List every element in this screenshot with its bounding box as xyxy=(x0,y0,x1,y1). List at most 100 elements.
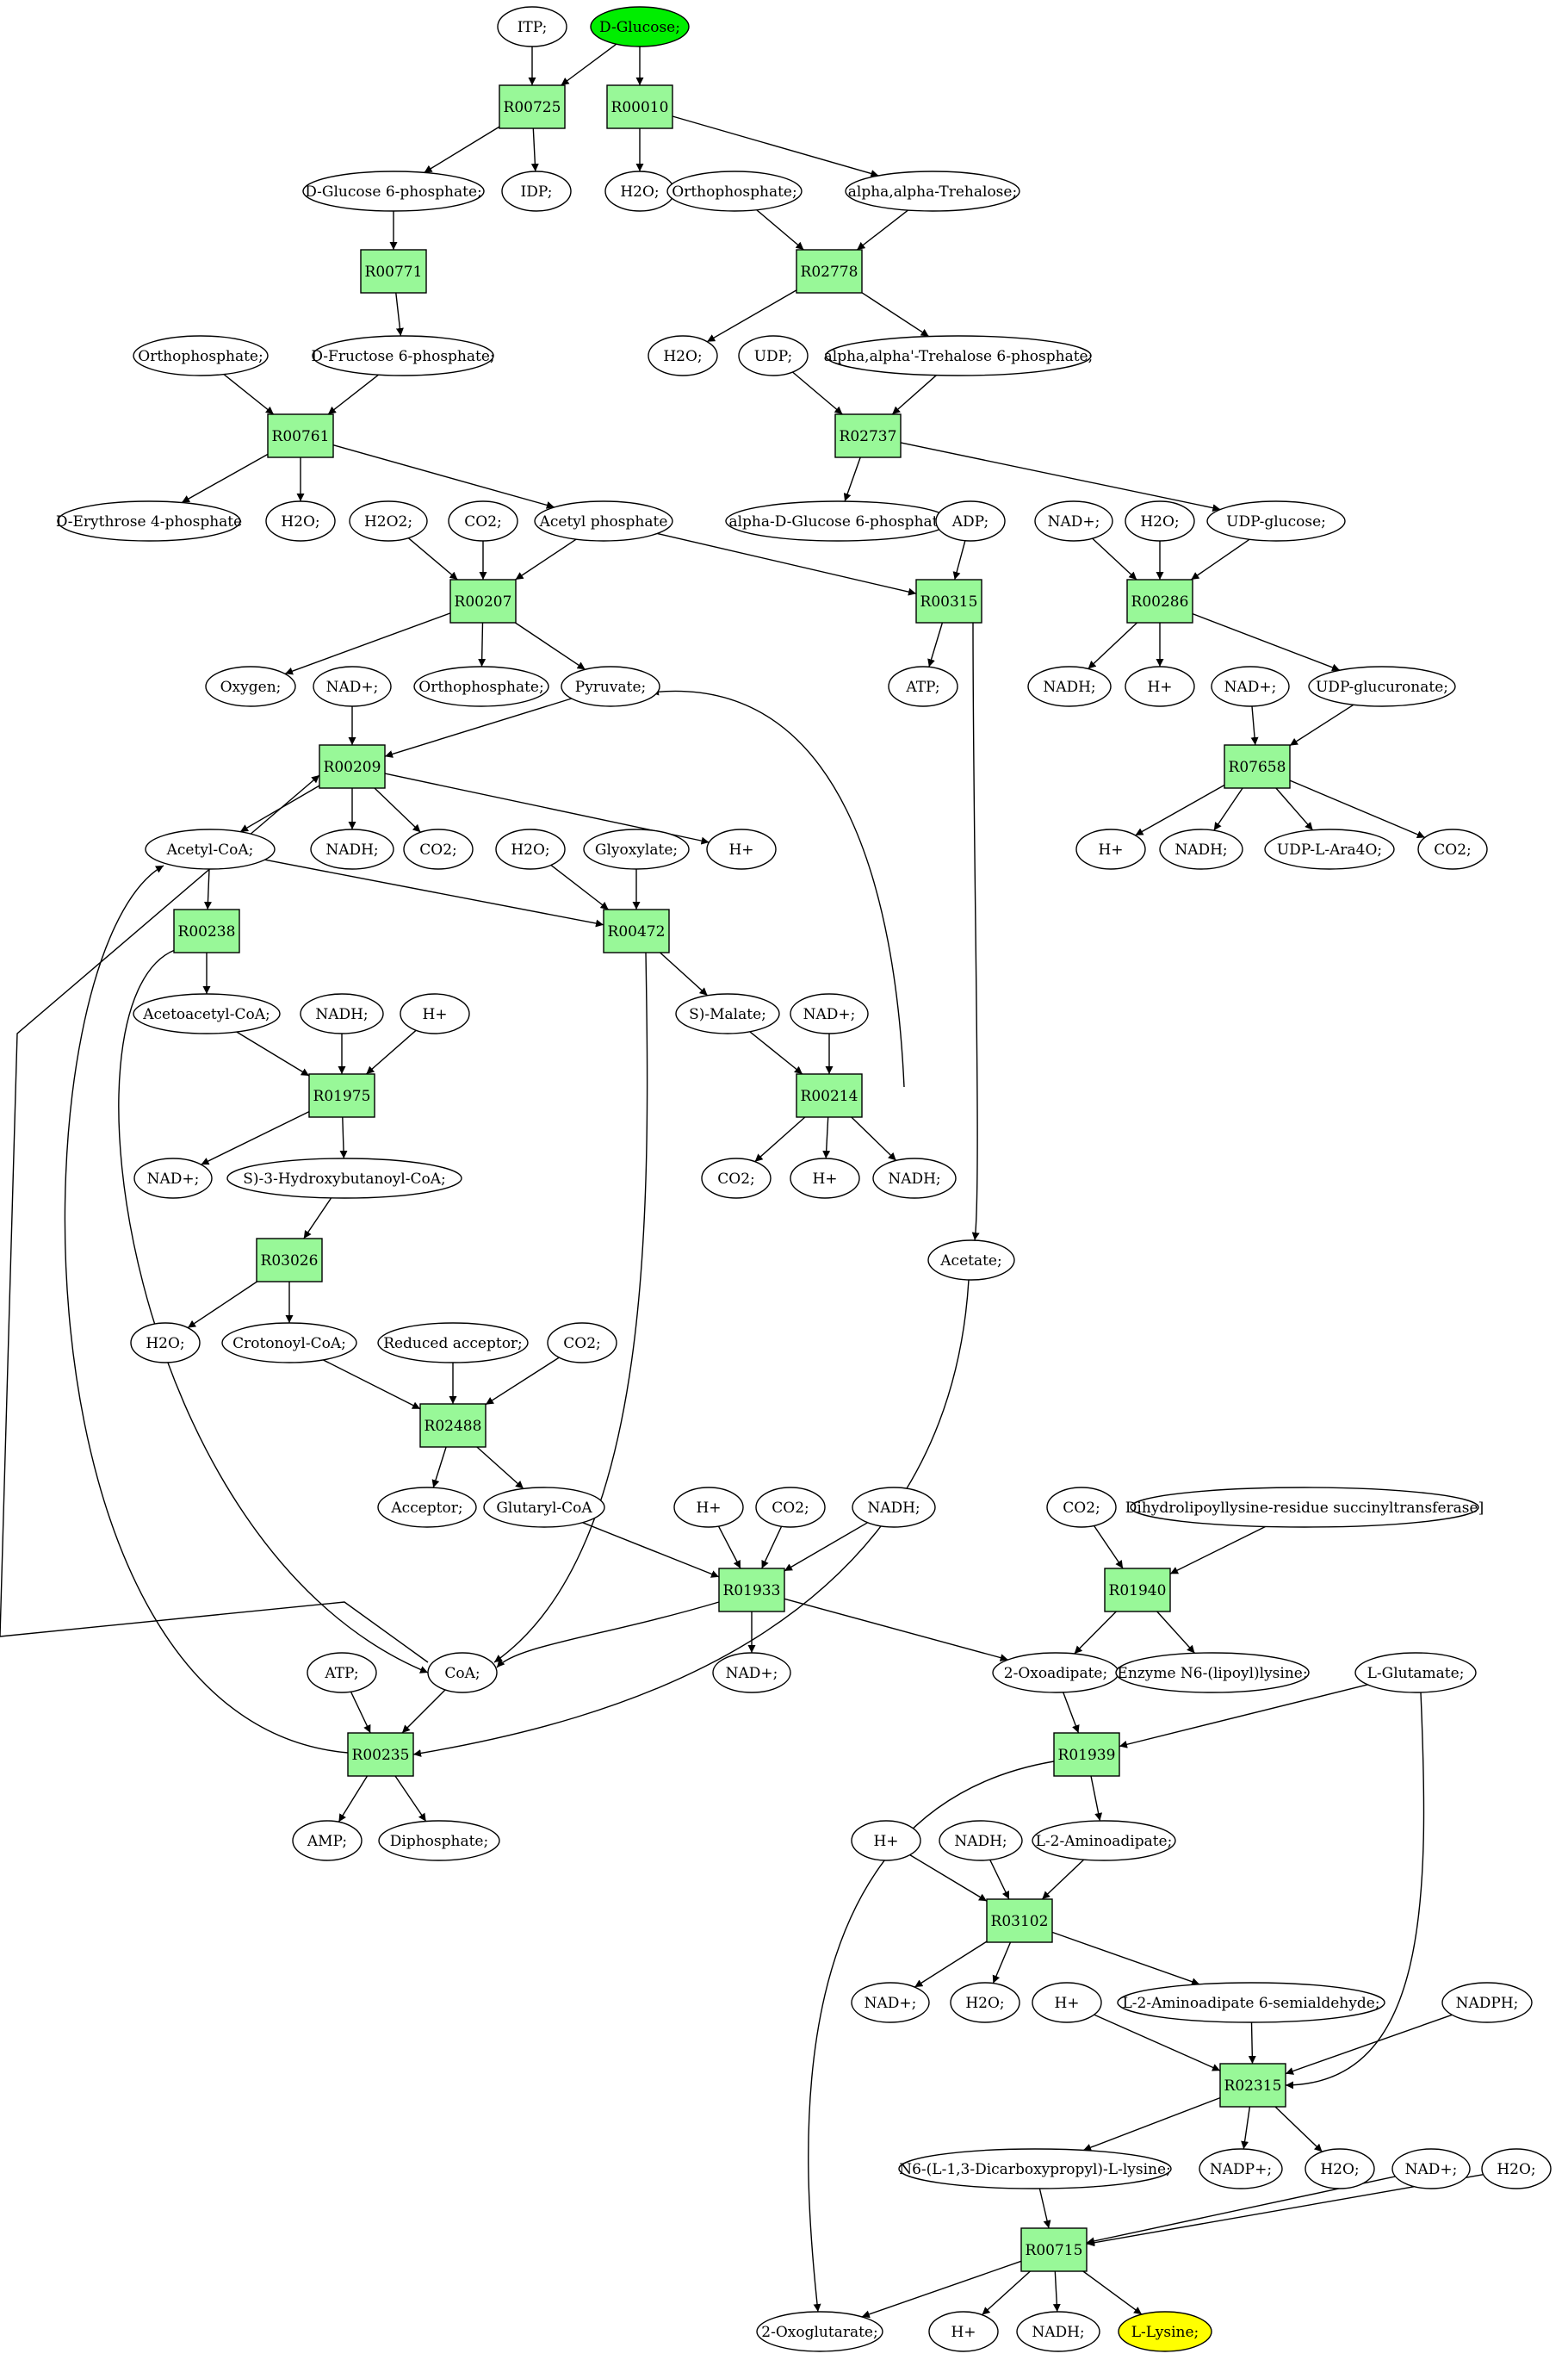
compound-node[interactable]: Acceptor; xyxy=(377,1487,477,1528)
compound-node[interactable]: CO2; xyxy=(755,1487,826,1528)
reaction-node-r01940[interactable]: R01940 xyxy=(1104,1568,1171,1612)
compound-node[interactable]: H2O; xyxy=(495,829,566,870)
compound-node[interactable]: Orthophosphate; xyxy=(133,335,269,376)
compound-node[interactable]: NADPH; xyxy=(1441,1982,1533,2023)
compound-node[interactable]: H+ xyxy=(851,1820,921,1861)
compound-node[interactable]: NAD+; xyxy=(712,1652,791,1693)
reaction-node-r00761[interactable]: R00761 xyxy=(267,413,334,458)
compound-node[interactable]: L-Glutamate; xyxy=(1354,1652,1477,1693)
compound-node[interactable]: Dihydrolipoyllysine-residue succinyltran… xyxy=(1125,1487,1484,1528)
compound-node[interactable]: NADH; xyxy=(310,829,394,870)
compound-node[interactable]: H+ xyxy=(400,993,470,1034)
compound-node[interactable]: H+ xyxy=(1125,666,1195,707)
compound-node[interactable]: H+ xyxy=(790,1158,860,1199)
compound-node[interactable]: Enzyme N6-(lipoyl)lysine; xyxy=(1115,1652,1310,1693)
compound-node[interactable]: NAD+; xyxy=(313,666,392,707)
compound-node[interactable]: D-Fructose 6-phosphate; xyxy=(311,335,495,376)
reaction-node-r00771[interactable]: R00771 xyxy=(360,249,427,294)
reaction-node-r01975[interactable]: R01975 xyxy=(308,1073,375,1118)
reaction-node-r00214[interactable]: R00214 xyxy=(796,1073,863,1118)
compound-node[interactable]: H2O; xyxy=(1481,2148,1552,2189)
compound-node[interactable]: H+ xyxy=(928,2311,999,2352)
compound-node[interactable]: Reduced acceptor; xyxy=(377,1322,529,1363)
reaction-node-r02488[interactable]: R02488 xyxy=(419,1403,487,1448)
compound-node[interactable]: NADH; xyxy=(1159,829,1243,870)
compound-node[interactable]: NADH; xyxy=(1027,666,1112,707)
compound-node[interactable]: H2O2; xyxy=(349,500,428,542)
compound-node[interactable]: CO2; xyxy=(448,500,518,542)
reaction-node-r00472[interactable]: R00472 xyxy=(603,909,670,953)
reaction-node-r00209[interactable]: R00209 xyxy=(319,744,386,789)
compound-node[interactable]: Oxygen; xyxy=(205,666,296,707)
compound-node[interactable]: CO2; xyxy=(1417,829,1488,870)
compound-node[interactable]: NADP+; xyxy=(1199,2148,1283,2189)
compound-node[interactable]: NAD+; xyxy=(1034,500,1113,542)
compound-node[interactable]: UDP-L-Ara4O; xyxy=(1264,829,1395,870)
compound-node[interactable]: alpha-D-Glucose 6-phosphate xyxy=(725,500,951,542)
compound-node[interactable]: H2O; xyxy=(950,1982,1020,2023)
compound-node[interactable]: Acetyl phosphate xyxy=(534,500,673,542)
compound-node[interactable]: Glyoxylate; xyxy=(583,829,690,870)
compound-node[interactable]: Orthophosphate; xyxy=(666,171,803,212)
reaction-node-r00715[interactable]: R00715 xyxy=(1020,2227,1088,2272)
compound-node[interactable]: Acetyl-CoA; xyxy=(145,829,276,870)
reaction-node-r01939[interactable]: R01939 xyxy=(1053,1732,1120,1777)
compound-node[interactable]: NADH; xyxy=(872,1158,957,1199)
compound-node[interactable]: H2O; xyxy=(604,171,675,212)
reaction-node-r00010[interactable]: R00010 xyxy=(606,84,673,129)
compound-node[interactable]: ITP; xyxy=(497,6,567,47)
compound-node[interactable]: Glutaryl-CoA xyxy=(483,1487,605,1528)
compound-node[interactable]: 2-Oxoglutarate; xyxy=(756,2311,883,2352)
compound-node[interactable]: Pyruvate; xyxy=(561,666,660,707)
compound-node[interactable]: H2O; xyxy=(1125,500,1195,542)
compound-node[interactable]: L-2-Aminoadipate 6-semialdehyde; xyxy=(1117,1982,1385,2023)
compound-node[interactable]: S)-3-Hydroxybutanoyl-CoA; xyxy=(226,1158,462,1199)
compound-node[interactable]: CO2; xyxy=(403,829,474,870)
reaction-node-r00315[interactable]: R00315 xyxy=(915,579,982,624)
compound-node[interactable]: Diphosphate; xyxy=(378,1820,500,1861)
compound-node[interactable]: D-Erythrose 4-phosphate xyxy=(56,500,242,542)
compound-node[interactable]: CO2; xyxy=(701,1158,772,1199)
compound-node[interactable]: NADH; xyxy=(1016,2311,1100,2352)
compound-node[interactable]: Crotonoyl-CoA; xyxy=(221,1322,357,1363)
compound-node[interactable]: N6-(L-1,3-Dicarboxypropyl)-L-lysine; xyxy=(898,2148,1172,2189)
compound-node[interactable]: H+ xyxy=(706,829,777,870)
reaction-node-r02778[interactable]: R02778 xyxy=(796,249,863,294)
compound-node[interactable]: 2-Oxoadipate; xyxy=(992,1652,1119,1693)
compound-node[interactable]: H+ xyxy=(1075,829,1146,870)
compound-node[interactable]: H2O; xyxy=(1305,2148,1375,2189)
compound-node[interactable]: L-2-Aminoadipate; xyxy=(1032,1820,1176,1861)
reaction-node-r01933[interactable]: R01933 xyxy=(718,1568,785,1612)
compound-node[interactable]: ADP; xyxy=(935,500,1006,542)
compound-node[interactable]: D-Glucose 6-phosphate; xyxy=(302,171,485,212)
compound-node[interactable]: NAD+; xyxy=(790,993,869,1034)
compound-node[interactable]: CoA; xyxy=(427,1652,498,1693)
compound-node[interactable]: UDP-glucuronate; xyxy=(1308,666,1456,707)
compound-node[interactable]: L-Lysine; xyxy=(1118,2311,1212,2352)
compound-node[interactable]: CO2; xyxy=(1046,1487,1117,1528)
reaction-node-r02737[interactable]: R02737 xyxy=(834,413,902,458)
compound-node[interactable]: H+ xyxy=(1032,1982,1102,2023)
compound-node[interactable]: UDP; xyxy=(738,335,809,376)
compound-node[interactable]: alpha,alpha'-Trehalose 6-phosphate; xyxy=(824,335,1094,376)
compound-node[interactable]: NADH; xyxy=(300,993,384,1034)
reaction-node-r03102[interactable]: R03102 xyxy=(986,1898,1053,1943)
compound-node[interactable]: NADH; xyxy=(939,1820,1023,1861)
compound-node[interactable]: Orthophosphate; xyxy=(413,666,549,707)
compound-node[interactable]: CO2; xyxy=(547,1322,617,1363)
compound-node[interactable]: UDP-glucose; xyxy=(1206,500,1346,542)
compound-node[interactable]: H2O; xyxy=(648,335,718,376)
reaction-node-r00238[interactable]: R00238 xyxy=(173,909,240,953)
reaction-node-r00725[interactable]: R00725 xyxy=(499,84,566,129)
compound-node[interactable]: H2O; xyxy=(130,1322,201,1363)
compound-node[interactable]: NAD+; xyxy=(851,1982,930,2023)
compound-node[interactable]: H+ xyxy=(673,1487,744,1528)
compound-node[interactable]: NAD+; xyxy=(133,1158,213,1199)
reaction-node-r07658[interactable]: R07658 xyxy=(1224,744,1291,789)
compound-node[interactable]: NAD+; xyxy=(1391,2148,1471,2189)
compound-node[interactable]: Acetoacetyl-CoA; xyxy=(133,993,281,1034)
compound-node[interactable]: NADH; xyxy=(852,1487,936,1528)
reaction-node-r02315[interactable]: R02315 xyxy=(1219,2063,1286,2108)
reaction-node-r00207[interactable]: R00207 xyxy=(449,579,517,624)
reaction-node-r00286[interactable]: R00286 xyxy=(1126,579,1193,624)
